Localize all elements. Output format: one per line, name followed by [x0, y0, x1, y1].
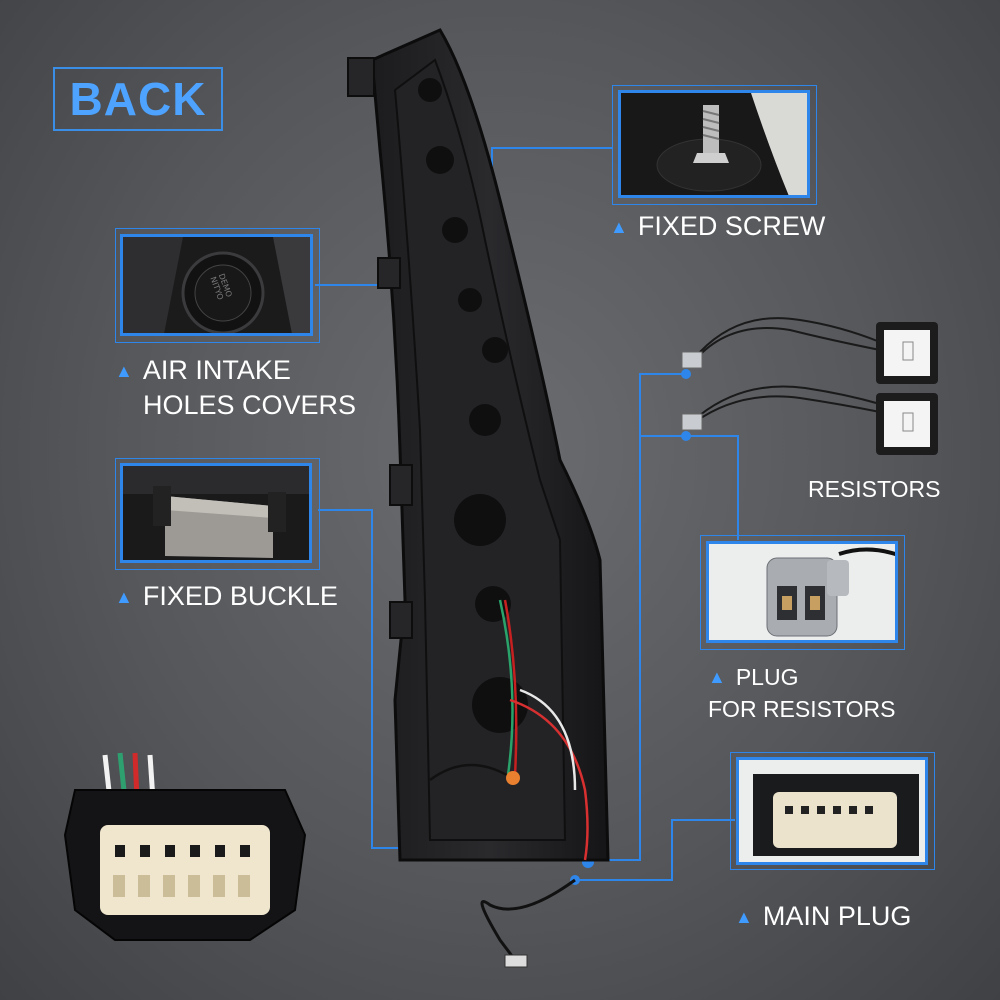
plug-line2: FOR RESISTORS [708, 696, 896, 722]
plug-photo [709, 544, 895, 640]
air-intake-line2: HOLES COVERS [143, 390, 357, 420]
inset-frame-screw [612, 85, 817, 205]
inset-fixed-buckle [120, 463, 312, 563]
plug-line1: PLUG [735, 664, 799, 690]
marker-res2 [681, 431, 691, 441]
air-intake-line1: AIR INTAKE [142, 355, 291, 385]
chevron-up-icon: ▲ [708, 667, 726, 687]
label-fixed-screw: ▲ FIXED SCREW [610, 210, 825, 245]
fixed-screw-text: FIXED SCREW [637, 211, 826, 241]
inset-main-plug [736, 757, 928, 865]
inset-fixed-screw [618, 90, 810, 198]
line-plug-resistors [686, 435, 739, 540]
fixed-buckle-text: FIXED BUCKLE [142, 581, 338, 611]
resistors-text: RESISTORS [808, 476, 941, 502]
label-resistors: RESISTORS [808, 474, 941, 504]
buckle-photo [123, 466, 309, 560]
inset-air-intake: DEMO NITYO [120, 234, 313, 336]
screw-photo [621, 93, 807, 195]
main-plug-photo [739, 760, 925, 862]
inset-plug-resistors [706, 541, 898, 643]
chevron-up-icon: ▲ [735, 907, 753, 927]
chevron-up-icon: ▲ [115, 361, 133, 381]
inset-frame-main [730, 752, 935, 870]
inset-frame-air [115, 228, 320, 343]
inset-frame-buckle [115, 458, 320, 570]
label-fixed-buckle: ▲ FIXED BUCKLE [115, 580, 338, 615]
label-air-intake: ▲ AIR INTAKE HOLES COVERS [115, 354, 356, 421]
marker-res1 [681, 369, 691, 379]
line-resistor-plug-1 [588, 373, 686, 861]
label-plug-resistors: ▲ PLUG FOR RESISTORS [708, 662, 895, 724]
label-main-plug: ▲ MAIN PLUG [735, 900, 911, 935]
page-title: BACK [69, 73, 207, 125]
main-plug-text: MAIN PLUG [762, 901, 912, 931]
inset-frame-plug [700, 535, 905, 650]
line-main-plug [575, 819, 735, 881]
main-connector-large [63, 752, 307, 941]
air-intake-photo [123, 237, 310, 333]
back-badge: BACK [53, 67, 223, 131]
chevron-up-icon: ▲ [115, 587, 133, 607]
chevron-up-icon: ▲ [610, 217, 628, 237]
